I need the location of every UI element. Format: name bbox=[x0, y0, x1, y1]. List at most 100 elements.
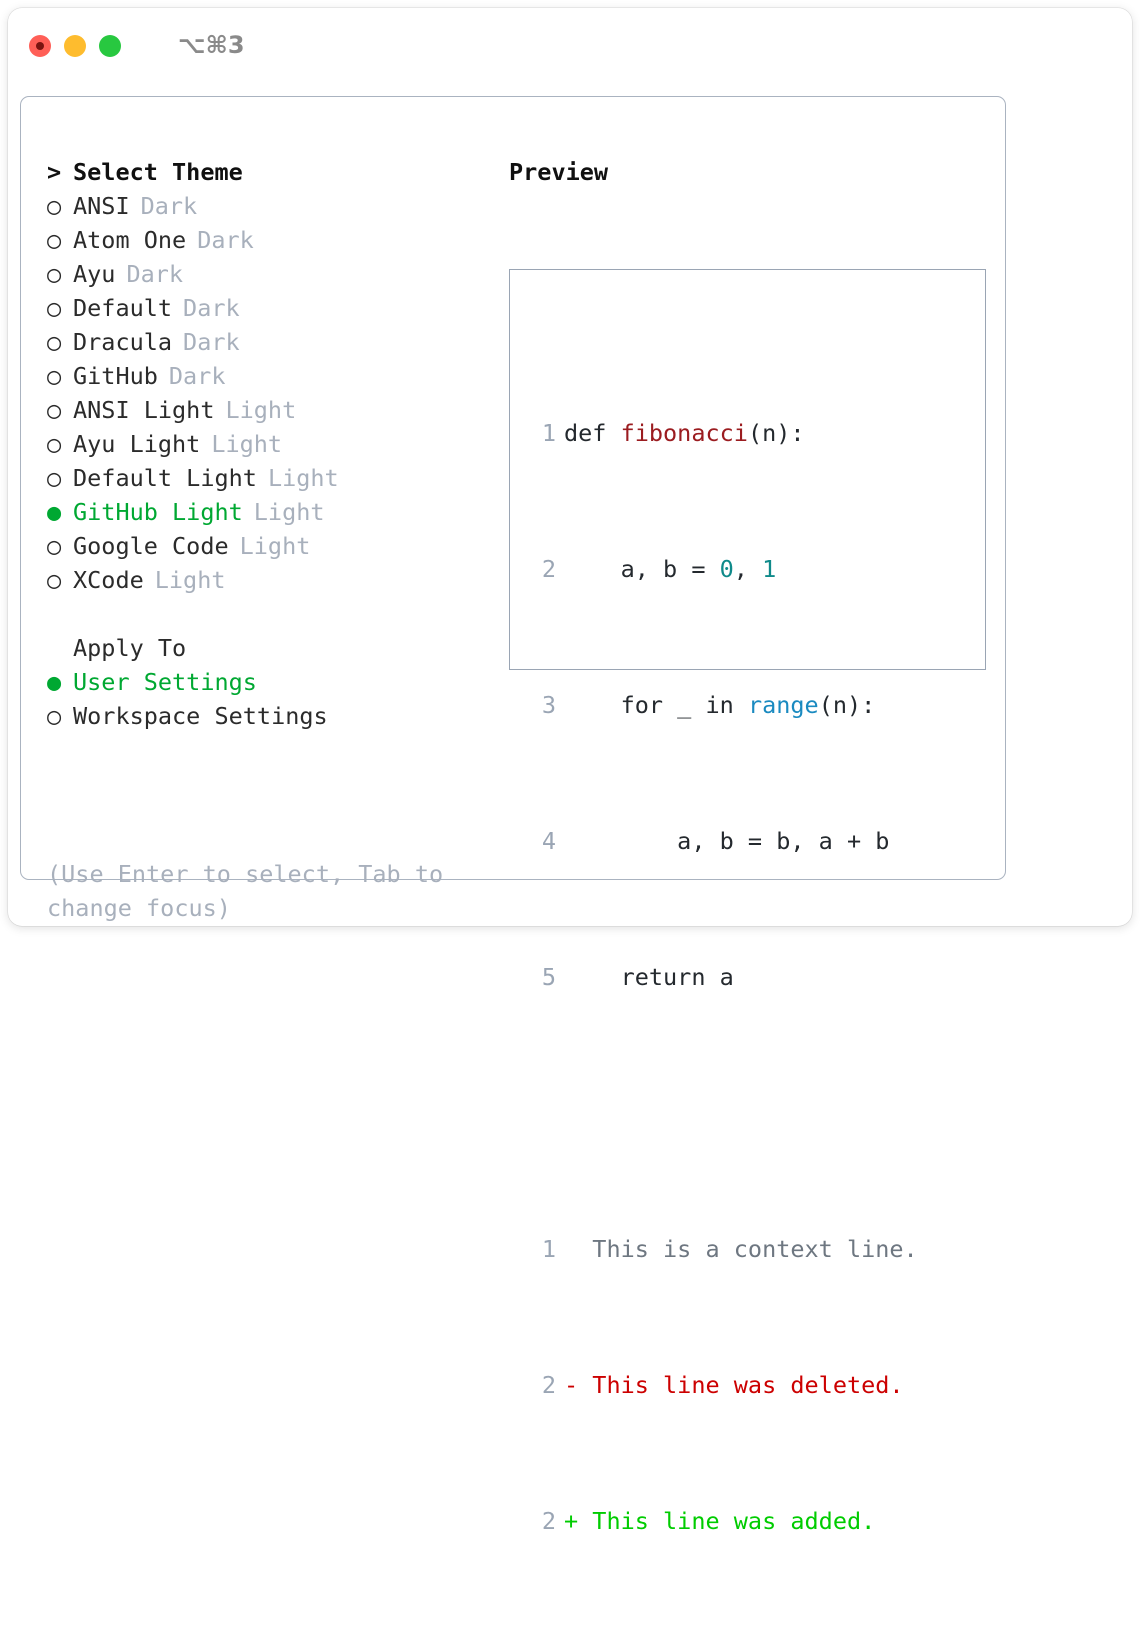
hint-line-1: (Use Enter to select, Tab to bbox=[47, 860, 444, 888]
radio-unselected-icon: ○ bbox=[47, 464, 62, 492]
code-line: 5 return a bbox=[530, 960, 918, 994]
radio-unselected-icon: ○ bbox=[47, 430, 62, 458]
maximize-window-button[interactable] bbox=[99, 35, 121, 57]
theme-option-ansi-dark[interactable]: ○ ANSI Dark bbox=[47, 189, 487, 223]
theme-option-tag: Dark bbox=[126, 260, 184, 288]
title-bar: ⌥⌘3 bbox=[8, 8, 1132, 78]
apply-to-header: Apply To bbox=[47, 631, 487, 665]
keyboard-hint-text: (Use Enter to select, Tab to change focu… bbox=[47, 857, 467, 925]
radio-unselected-icon: ○ bbox=[47, 192, 62, 220]
preview-title: Preview bbox=[509, 158, 609, 186]
diff-line-context: 1 This is a context line. bbox=[530, 1232, 918, 1266]
code-token: a, b = b, a + b bbox=[564, 827, 890, 855]
radio-unselected-icon: ○ bbox=[47, 328, 62, 356]
theme-option-label: XCode bbox=[73, 566, 144, 594]
code-token-number: 1 bbox=[762, 555, 777, 583]
code-token: (n): bbox=[747, 419, 805, 447]
theme-option-google-code[interactable]: ○ Google Code Light bbox=[47, 529, 487, 563]
theme-option-dracula-dark[interactable]: ○ Dracula Dark bbox=[47, 325, 487, 359]
diff-line-deleted: 2 - This line was deleted. bbox=[530, 1368, 918, 1402]
theme-option-tag: Dark bbox=[168, 362, 226, 390]
theme-option-ayu-dark[interactable]: ○ Ayu Dark bbox=[47, 257, 487, 291]
line-number: 5 bbox=[541, 963, 556, 991]
radio-unselected-icon: ○ bbox=[47, 532, 62, 560]
theme-option-label: Default bbox=[73, 294, 173, 322]
theme-option-label: Default Light bbox=[73, 464, 257, 492]
radio-unselected-icon: ○ bbox=[47, 566, 62, 594]
theme-option-label: ANSI bbox=[73, 192, 130, 220]
theme-option-ansi-light[interactable]: ○ ANSI Light Light bbox=[47, 393, 487, 427]
theme-option-xcode[interactable]: ○ XCode Light bbox=[47, 563, 487, 597]
main-panel: > Select Theme ○ ANSI Dark ○ Atom One Da… bbox=[20, 96, 1006, 1535]
apply-to-option-label: User Settings bbox=[73, 668, 257, 696]
theme-option-default-dark[interactable]: ○ Default Dark bbox=[47, 291, 487, 325]
theme-option-atom-one-dark[interactable]: ○ Atom One Dark bbox=[47, 223, 487, 257]
diff-line-added: 2 + This line was added. bbox=[530, 1504, 918, 1538]
theme-option-label: GitHub Light bbox=[73, 498, 243, 526]
code-token: return a bbox=[564, 963, 734, 991]
theme-selector-column: > Select Theme ○ ANSI Dark ○ Atom One Da… bbox=[47, 155, 487, 733]
apply-to-option-workspace-settings[interactable]: ○ Workspace Settings bbox=[47, 699, 487, 733]
theme-option-tag: Light bbox=[267, 464, 339, 492]
line-number: 2 bbox=[541, 555, 556, 583]
caret-icon: > bbox=[47, 158, 62, 186]
traffic-light-group bbox=[29, 35, 121, 57]
theme-option-tag: Dark bbox=[197, 226, 254, 254]
code-token: a, b = bbox=[564, 555, 720, 583]
section-spacer bbox=[47, 597, 487, 631]
radio-unselected-icon: ○ bbox=[47, 702, 62, 730]
theme-option-tag: Dark bbox=[183, 294, 240, 322]
theme-list-header: > Select Theme bbox=[47, 155, 487, 189]
radio-unselected-icon: ○ bbox=[47, 294, 62, 322]
line-number: 1 bbox=[541, 419, 556, 447]
radio-unselected-icon: ○ bbox=[47, 396, 62, 424]
theme-option-label: Ayu bbox=[73, 260, 116, 288]
code-line: 4 a, b = b, a + b bbox=[530, 824, 918, 858]
radio-unselected-icon: ○ bbox=[47, 260, 62, 288]
code-line: 2 a, b = 0, 1 bbox=[530, 552, 918, 586]
app-window: ⌥⌘3 > Select Theme ○ ANSI Dark ○ Atom On… bbox=[8, 8, 1132, 1535]
apply-to-option-user-settings[interactable]: ● User Settings bbox=[47, 665, 487, 699]
theme-option-tag: Dark bbox=[140, 192, 198, 220]
diff-text: - This line was deleted. bbox=[564, 1371, 904, 1399]
code-token-builtin: range bbox=[747, 691, 819, 719]
line-number: 1 bbox=[541, 1235, 556, 1263]
close-window-button[interactable] bbox=[29, 35, 51, 57]
code-token: (n): bbox=[818, 691, 876, 719]
apply-to-option-label: Workspace Settings bbox=[73, 702, 328, 730]
minimize-window-button[interactable] bbox=[64, 35, 86, 57]
code-token: , bbox=[733, 555, 763, 583]
theme-option-label: ANSI Light bbox=[73, 396, 215, 424]
line-number: 2 bbox=[541, 1371, 556, 1399]
theme-option-label: Google Code bbox=[73, 532, 229, 560]
theme-option-label: GitHub bbox=[73, 362, 158, 390]
theme-option-default-light[interactable]: ○ Default Light Light bbox=[47, 461, 487, 495]
theme-option-ayu-light[interactable]: ○ Ayu Light Light bbox=[47, 427, 487, 461]
theme-option-tag: Light bbox=[154, 566, 226, 594]
line-number: 4 bbox=[541, 827, 556, 855]
theme-option-tag: Light bbox=[225, 396, 297, 424]
radio-unselected-icon: ○ bbox=[47, 362, 62, 390]
theme-option-label: Ayu Light bbox=[73, 430, 201, 458]
theme-list-title: Select Theme bbox=[73, 158, 243, 186]
theme-option-tag: Light bbox=[239, 532, 311, 560]
apply-to-title: Apply To bbox=[73, 634, 187, 662]
code-token-function: fibonacci bbox=[620, 419, 748, 447]
diff-text: This is a context line. bbox=[564, 1235, 918, 1263]
radio-unselected-icon: ○ bbox=[47, 226, 62, 254]
theme-option-label: Atom One bbox=[73, 226, 187, 254]
hint-line-2: change focus) bbox=[47, 894, 231, 922]
code-blank-line bbox=[530, 1096, 918, 1130]
diff-text: + This line was added. bbox=[564, 1507, 876, 1535]
radio-selected-icon: ● bbox=[47, 668, 62, 696]
theme-option-github-dark[interactable]: ○ GitHub Dark bbox=[47, 359, 487, 393]
theme-option-tag: Light bbox=[211, 430, 283, 458]
theme-option-github-light[interactable]: ● GitHub Light Light bbox=[47, 495, 487, 529]
line-number: 2 bbox=[541, 1507, 556, 1535]
theme-option-tag: Dark bbox=[183, 328, 240, 356]
keyboard-shortcut-label: ⌥⌘3 bbox=[178, 31, 245, 59]
